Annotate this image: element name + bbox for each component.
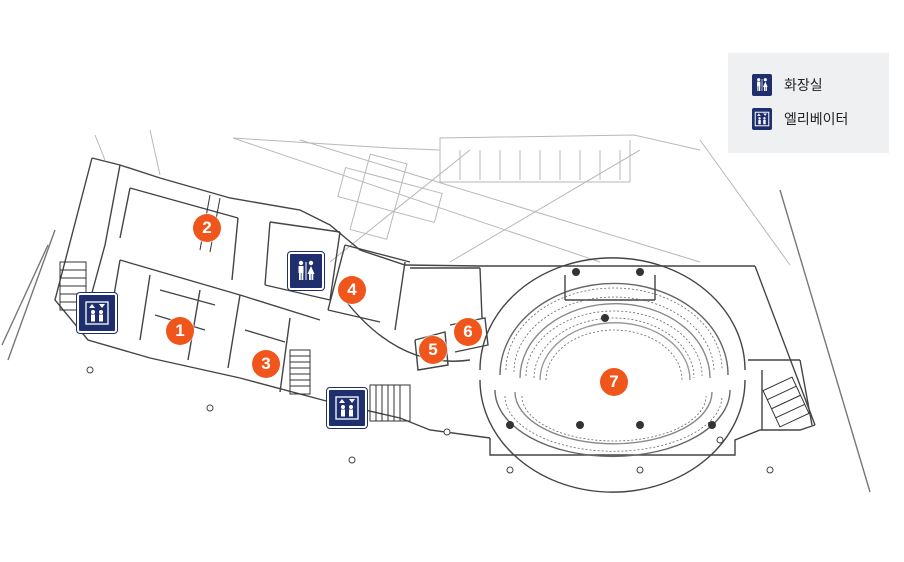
location-marker-4[interactable]: 4 — [338, 276, 366, 304]
location-marker-3[interactable]: 3 — [252, 350, 280, 378]
elevator-icon[interactable] — [77, 293, 117, 333]
location-marker-6[interactable]: 6 — [454, 318, 482, 346]
location-marker-7[interactable]: 7 — [600, 368, 628, 396]
location-marker-5[interactable]: 5 — [419, 336, 447, 364]
map-legend: 화장실 엘리베이터 — [728, 53, 889, 153]
legend-item-restroom: 화장실 — [752, 73, 889, 97]
elevator-icon — [752, 108, 772, 130]
location-marker-2[interactable]: 2 — [193, 214, 221, 242]
elevator-icon[interactable] — [327, 388, 367, 428]
location-marker-1[interactable]: 1 — [166, 317, 194, 345]
legend-label-restroom: 화장실 — [784, 78, 823, 94]
restroom-icon — [752, 74, 772, 96]
legend-item-elevator: 엘리베이터 — [752, 107, 889, 131]
legend-label-elevator: 엘리베이터 — [784, 112, 849, 128]
restroom-icon[interactable] — [288, 252, 324, 290]
